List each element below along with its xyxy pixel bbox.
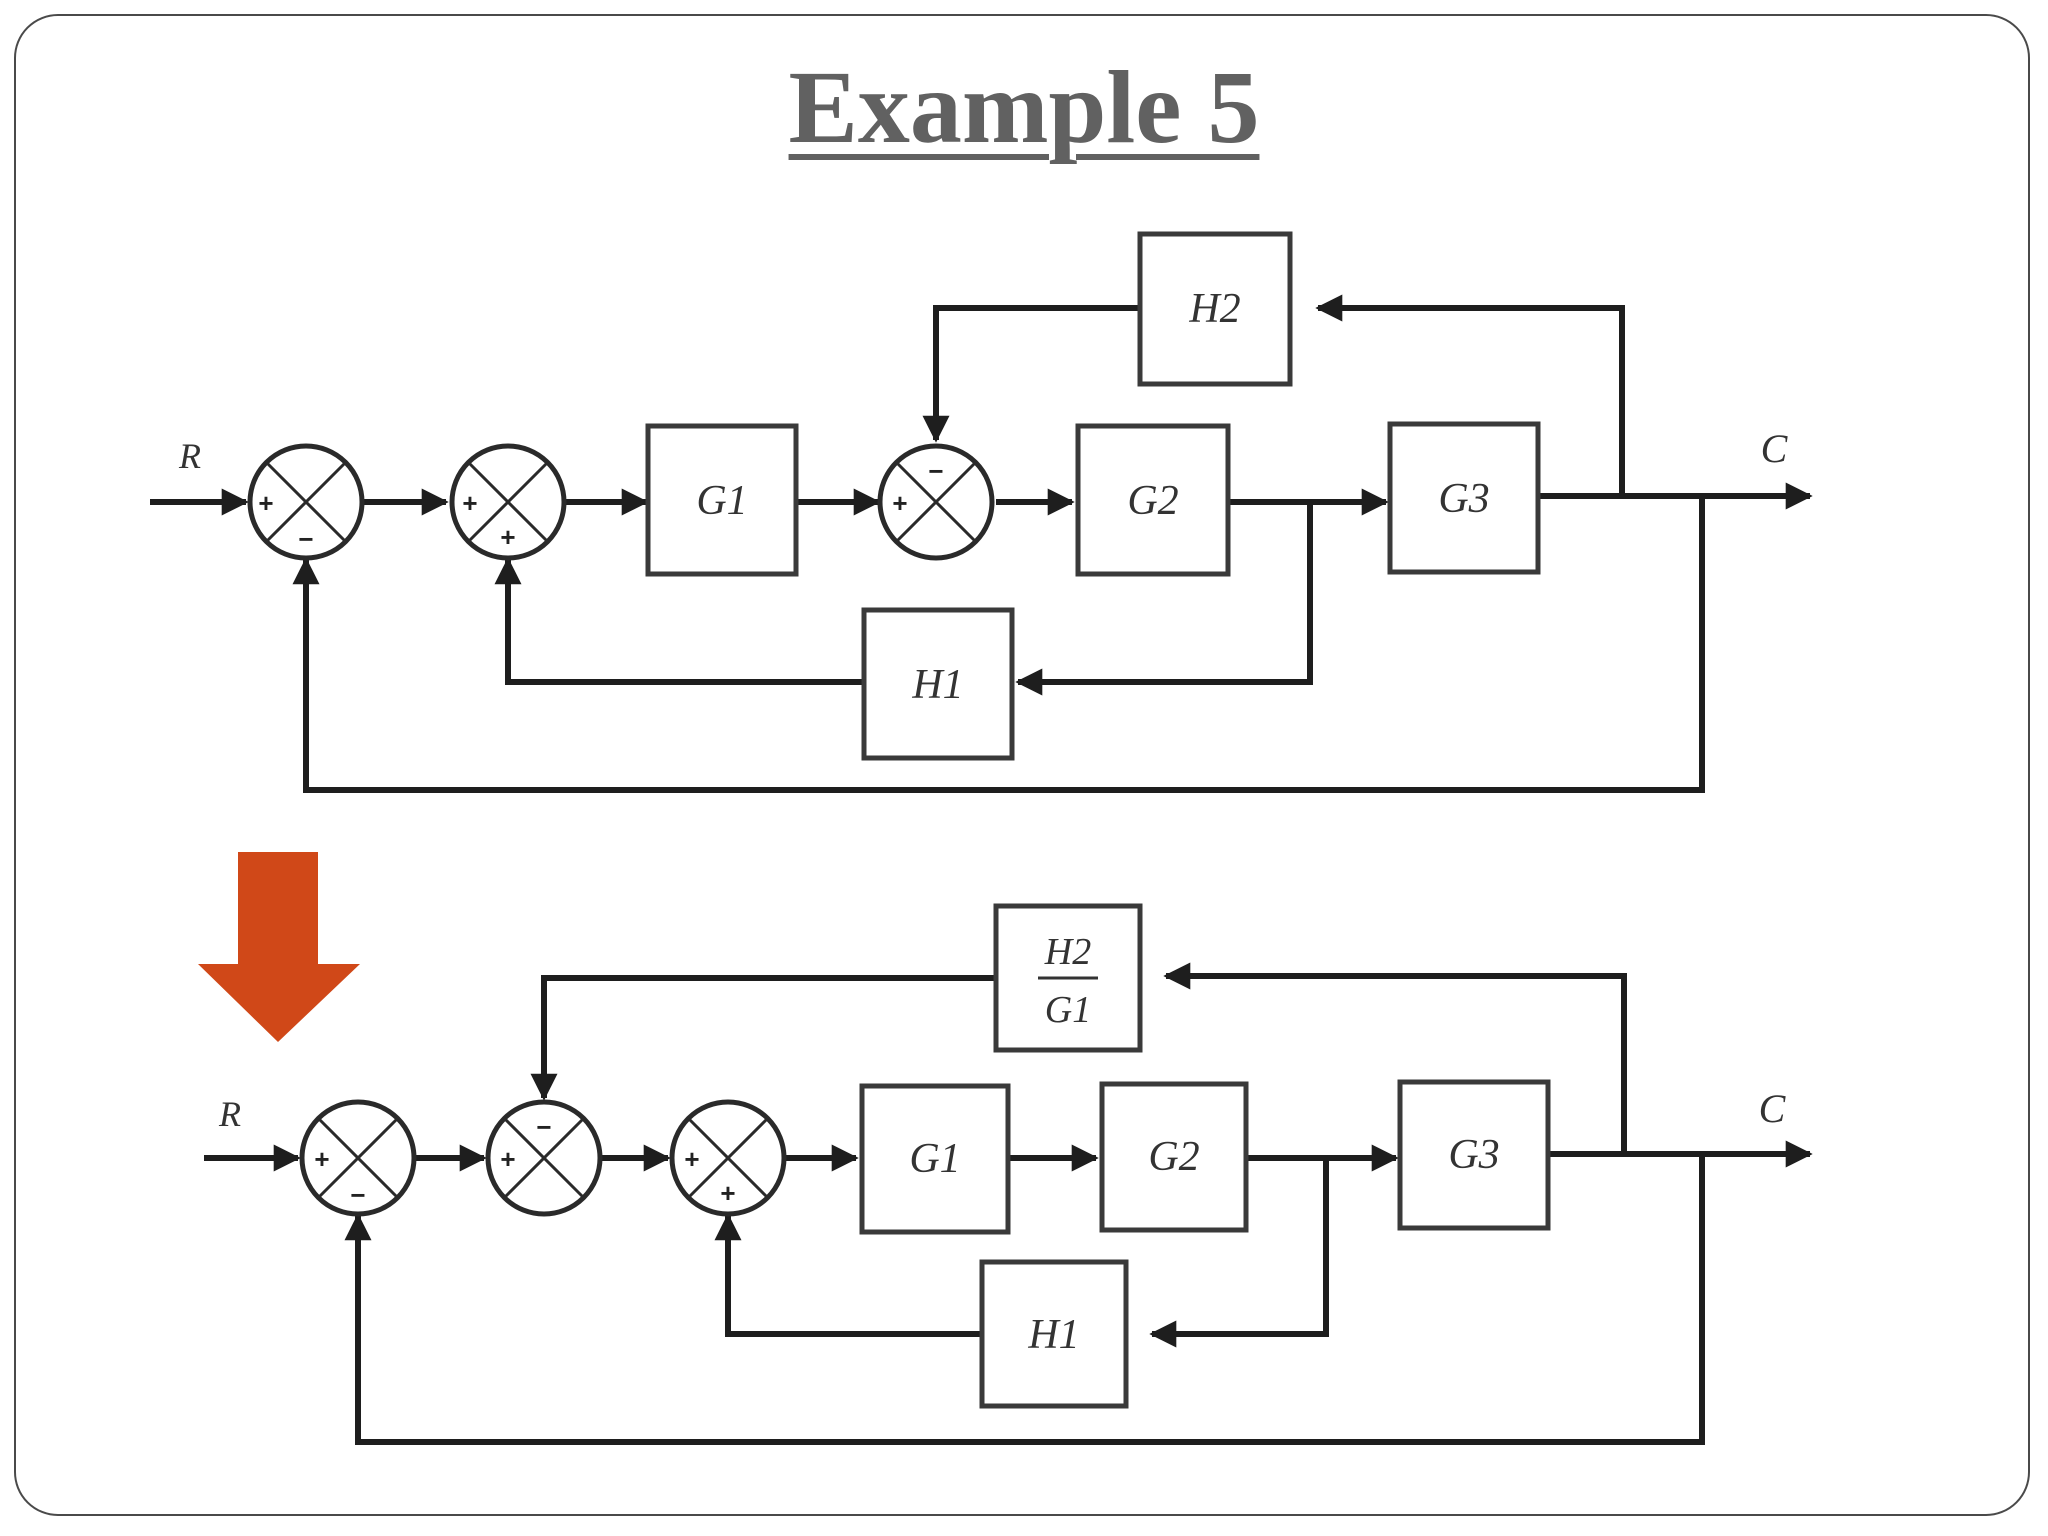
bottom-block-g1: G1: [859, 1083, 1011, 1235]
bottom-summing-junction-3: + +: [669, 1099, 787, 1217]
top-block-g1: G1: [645, 423, 799, 577]
top-block-h2-label: H2: [1188, 286, 1240, 332]
top-unity-feedback-wire: [292, 496, 1705, 793]
svg-text:−: −: [928, 456, 943, 486]
top-block-h2: H2: [1137, 231, 1293, 387]
top-block-g3: G3: [1387, 421, 1541, 575]
bottom-block-h2-over-g1: H2 G1: [993, 903, 1143, 1053]
bottom-block-g3: G3: [1397, 1079, 1551, 1231]
svg-text:+: +: [684, 1144, 699, 1174]
bottom-unity-feedback-wire: [344, 1154, 1705, 1445]
bottom-block-g2: G2: [1099, 1081, 1249, 1233]
svg-text:−: −: [298, 524, 313, 554]
bottom-block-h2g1-denominator: G1: [1045, 989, 1091, 1031]
bottom-h2g1-forward-wire: [1163, 962, 1627, 1154]
svg-text:+: +: [314, 1144, 329, 1174]
top-h2-forward-wire: [1315, 294, 1625, 496]
top-block-h1: H1: [861, 607, 1015, 761]
top-h1-forward-wire: [1015, 502, 1313, 696]
top-h1-return-wire: [494, 557, 862, 685]
bottom-summing-junction-1: + −: [299, 1099, 417, 1217]
bottom-h1-forward-wire: [1149, 1158, 1329, 1348]
bottom-block-h1: H1: [979, 1259, 1129, 1409]
top-summing-junction-2: + +: [449, 443, 567, 561]
svg-text:+: +: [500, 522, 515, 552]
bottom-block-h1-label: H1: [1027, 1312, 1079, 1358]
bottom-h2g1-return-wire: [530, 975, 996, 1101]
svg-text:+: +: [500, 1144, 515, 1174]
top-block-g3-label: G3: [1438, 476, 1489, 522]
svg-text:−: −: [350, 1180, 365, 1210]
top-diagram: + − + + + − G1 G2 G3 H2: [150, 231, 1813, 793]
top-block-g1-label: G1: [696, 478, 747, 524]
bottom-block-g3-label: G3: [1448, 1132, 1499, 1178]
bottom-block-g1-label: G1: [909, 1136, 960, 1182]
bottom-summing-junction-2: + −: [485, 1099, 603, 1217]
top-summing-junction-1: + −: [247, 443, 365, 561]
slide-title: Example 5: [788, 50, 1260, 165]
svg-text:+: +: [892, 488, 907, 518]
bottom-block-g2-label: G2: [1148, 1134, 1199, 1180]
top-output-label: C: [1761, 426, 1789, 471]
top-block-g2-label: G2: [1127, 478, 1178, 524]
bottom-output-label: C: [1759, 1086, 1787, 1131]
down-arrow-icon: [198, 852, 360, 1042]
bottom-diagram: + − + − + + G1 G2 G3 H2: [204, 903, 1813, 1445]
top-block-h1-label: H1: [911, 662, 963, 708]
svg-text:+: +: [720, 1178, 735, 1208]
svg-text:+: +: [258, 488, 273, 518]
bottom-h1-return-wire: [714, 1213, 984, 1337]
svg-text:+: +: [462, 488, 477, 518]
top-block-g2: G2: [1075, 423, 1231, 577]
top-input-label: R: [178, 436, 201, 476]
top-h2-return-wire: [922, 305, 1140, 443]
svg-text:−: −: [536, 1112, 551, 1142]
bottom-input-label: R: [218, 1094, 241, 1134]
bottom-block-h2g1-numerator: H2: [1044, 931, 1091, 973]
top-summing-junction-3: + −: [877, 443, 995, 561]
